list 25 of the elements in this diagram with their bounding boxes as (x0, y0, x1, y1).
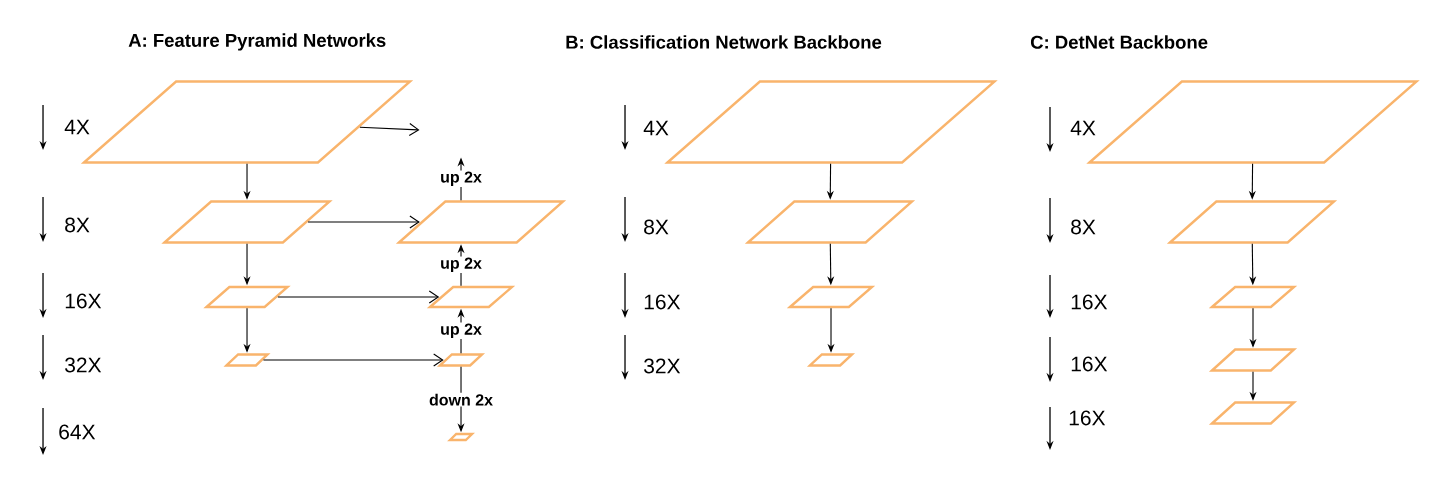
scale-label: 8X (65, 217, 90, 233)
panel-title: A: Feature Pyramid Networks (128, 33, 386, 51)
scale-label: 32X (644, 358, 681, 374)
scale-label: 16X (65, 293, 102, 309)
scale-label: 16X (1071, 356, 1108, 372)
arrow (277, 290, 440, 304)
scale-label: 16X (644, 294, 681, 310)
scale-label: 8X (1071, 219, 1096, 235)
scale-label: 64X (59, 424, 96, 440)
scale-label: 8X (644, 219, 669, 235)
edge-label: up 2x (439, 322, 483, 339)
scale-label: 4X (1070, 120, 1096, 136)
arrow (262, 353, 444, 367)
arrow (307, 215, 420, 229)
edge-label: down 2x (428, 392, 494, 407)
edge-label: up 2x (439, 256, 483, 273)
scale-label: 4X (64, 119, 90, 135)
scale-label: 16X (1071, 294, 1108, 310)
scale-label: 4X (643, 120, 669, 136)
panel-title: C: DetNet Backbone (1030, 35, 1208, 49)
edge-label: up 2x (439, 170, 483, 187)
arrow (359, 122, 420, 137)
scale-label: 32X (65, 357, 102, 373)
panel-title: B: Classification Network Backbone (566, 35, 882, 49)
scale-label: 16X (1069, 410, 1106, 426)
